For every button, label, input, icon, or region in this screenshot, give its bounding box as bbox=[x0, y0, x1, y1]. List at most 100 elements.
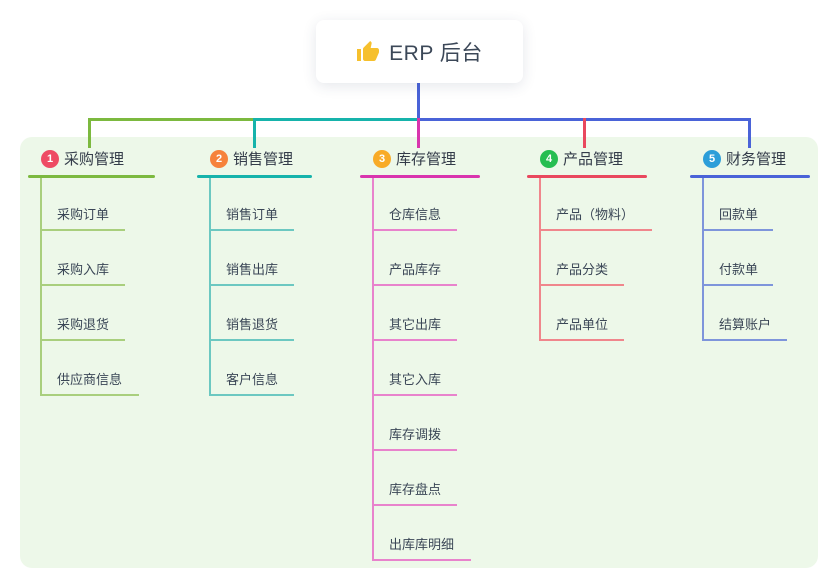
branch-4-leaf-1[interactable]: 产品（物料） bbox=[539, 207, 652, 231]
branch-4-number-badge: 4 bbox=[540, 150, 558, 168]
leaf-underline bbox=[539, 339, 624, 341]
leaf-underline bbox=[372, 449, 457, 451]
leaf-underline bbox=[372, 394, 457, 396]
root-title: ERP 后台 bbox=[389, 41, 483, 65]
branch-5-leaf-1[interactable]: 回款单 bbox=[702, 207, 773, 231]
leaf-underline bbox=[372, 229, 457, 231]
branch-3-spine bbox=[372, 178, 374, 561]
branch-3-leaf-7[interactable]: 出库库明细 bbox=[372, 537, 471, 561]
leaf-underline bbox=[209, 339, 294, 341]
leaf-label: 产品（物料） bbox=[556, 207, 635, 222]
root-connector-stem bbox=[417, 82, 420, 118]
leaf-underline bbox=[40, 394, 139, 396]
leaf-label: 付款单 bbox=[719, 262, 759, 277]
branch-3-leaf-3[interactable]: 其它出库 bbox=[372, 317, 457, 341]
connector-drop-5 bbox=[748, 118, 751, 148]
leaf-label: 供应商信息 bbox=[57, 372, 123, 387]
branch-3-underline bbox=[360, 175, 480, 178]
leaf-underline bbox=[539, 284, 624, 286]
leaf-label: 库存盘点 bbox=[389, 482, 442, 497]
leaf-label: 其它入库 bbox=[389, 372, 442, 387]
connector-drop-4 bbox=[583, 118, 586, 148]
branch-2-leaf-1[interactable]: 销售订单 bbox=[209, 207, 294, 231]
leaf-label: 采购入库 bbox=[57, 262, 110, 277]
branch-1-label: 采购管理 bbox=[64, 151, 125, 168]
leaf-label: 产品库存 bbox=[389, 262, 442, 277]
leaf-label: 回款单 bbox=[719, 207, 759, 222]
branch-1-number-badge: 1 bbox=[41, 150, 59, 168]
leaf-label: 采购订单 bbox=[57, 207, 110, 222]
leaf-label: 结算账户 bbox=[719, 317, 772, 332]
branch-2-spine bbox=[209, 178, 211, 396]
leaf-underline bbox=[702, 284, 773, 286]
branch-2-leaf-4[interactable]: 客户信息 bbox=[209, 372, 294, 396]
leaf-label: 其它出库 bbox=[389, 317, 442, 332]
leaf-label: 客户信息 bbox=[226, 372, 279, 387]
branch-4-spine bbox=[539, 178, 541, 341]
leaf-label: 销售出库 bbox=[226, 262, 279, 277]
branch-4-leaf-3[interactable]: 产品单位 bbox=[539, 317, 624, 341]
branch-5-number-badge: 5 bbox=[703, 150, 721, 168]
connector-drop-2 bbox=[253, 118, 256, 148]
leaf-underline bbox=[702, 339, 787, 341]
leaf-underline bbox=[372, 284, 457, 286]
connector-drop-3 bbox=[417, 118, 420, 148]
leaf-label: 销售订单 bbox=[226, 207, 279, 222]
leaf-underline bbox=[539, 229, 652, 231]
connector-segment-2 bbox=[253, 118, 420, 121]
branch-5-leaf-3[interactable]: 结算账户 bbox=[702, 317, 787, 341]
branch-3-leaf-1[interactable]: 仓库信息 bbox=[372, 207, 457, 231]
connector-segment-1 bbox=[88, 118, 256, 121]
branch-5-header[interactable]: 5 财务管理 bbox=[690, 148, 810, 178]
leaf-underline bbox=[209, 229, 294, 231]
branch-2-header[interactable]: 2 销售管理 bbox=[197, 148, 312, 178]
branch-4-header[interactable]: 4 产品管理 bbox=[527, 148, 647, 178]
branch-1-leaf-3[interactable]: 采购退货 bbox=[40, 317, 125, 341]
branch-4-label: 产品管理 bbox=[563, 151, 624, 168]
leaf-underline bbox=[372, 559, 471, 561]
leaf-underline bbox=[209, 394, 294, 396]
branch-1-spine bbox=[40, 178, 42, 396]
branch-3-label: 库存管理 bbox=[396, 151, 457, 168]
branch-3-leaf-4[interactable]: 其它入库 bbox=[372, 372, 457, 396]
connector-drop-1 bbox=[88, 118, 91, 148]
leaf-underline bbox=[372, 339, 457, 341]
branch-2-leaf-2[interactable]: 销售出库 bbox=[209, 262, 294, 286]
branch-5-label: 财务管理 bbox=[726, 151, 787, 168]
leaf-underline bbox=[702, 229, 773, 231]
leaf-underline bbox=[40, 284, 125, 286]
branch-2-label: 销售管理 bbox=[233, 151, 294, 168]
branch-1-header[interactable]: 1 采购管理 bbox=[28, 148, 155, 178]
leaf-underline bbox=[372, 504, 457, 506]
branch-4-underline bbox=[527, 175, 647, 178]
branch-1-leaf-4[interactable]: 供应商信息 bbox=[40, 372, 139, 396]
leaf-label: 销售退货 bbox=[226, 317, 279, 332]
leaf-label: 出库库明细 bbox=[389, 537, 455, 552]
branch-3-header[interactable]: 3 库存管理 bbox=[360, 148, 480, 178]
leaf-label: 库存调拨 bbox=[389, 427, 442, 442]
branch-1-leaf-1[interactable]: 采购订单 bbox=[40, 207, 125, 231]
branch-2-leaf-3[interactable]: 销售退货 bbox=[209, 317, 294, 341]
branch-2-number-badge: 2 bbox=[210, 150, 228, 168]
branch-3-leaf-6[interactable]: 库存盘点 bbox=[372, 482, 457, 506]
branch-3-leaf-2[interactable]: 产品库存 bbox=[372, 262, 457, 286]
leaf-underline bbox=[40, 339, 125, 341]
leaf-underline bbox=[40, 229, 125, 231]
branch-5-spine bbox=[702, 178, 704, 341]
mindmap-root-node[interactable]: ERP 后台 bbox=[316, 20, 523, 83]
branch-3-number-badge: 3 bbox=[373, 150, 391, 168]
branch-5-leaf-2[interactable]: 付款单 bbox=[702, 262, 773, 286]
branch-1-leaf-2[interactable]: 采购入库 bbox=[40, 262, 125, 286]
branch-1-underline bbox=[28, 175, 155, 178]
branch-3-leaf-5[interactable]: 库存调拨 bbox=[372, 427, 457, 451]
leaf-underline bbox=[209, 284, 294, 286]
leaf-label: 采购退货 bbox=[57, 317, 110, 332]
branch-5-underline bbox=[690, 175, 810, 178]
branch-2-underline bbox=[197, 175, 312, 178]
leaf-label: 仓库信息 bbox=[389, 207, 442, 222]
thumbs-up-icon bbox=[357, 40, 380, 61]
branch-4-leaf-2[interactable]: 产品分类 bbox=[539, 262, 624, 286]
mindmap-background-panel bbox=[20, 137, 818, 568]
leaf-label: 产品单位 bbox=[556, 317, 609, 332]
